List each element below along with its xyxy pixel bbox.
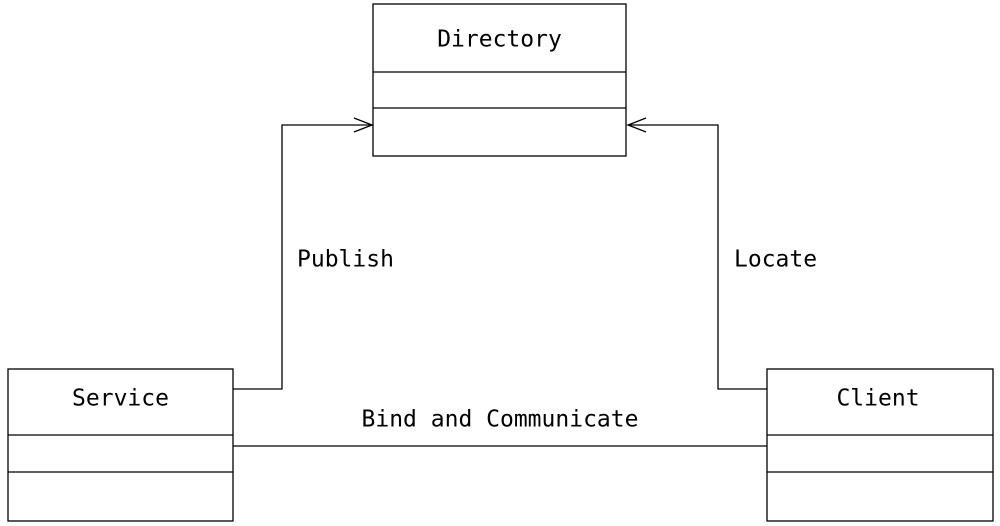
directory-class-name: Directory xyxy=(437,27,562,53)
client-class-name: Client xyxy=(836,386,919,412)
publish-connector xyxy=(233,124,372,390)
service-class[interactable]: Service xyxy=(7,368,234,522)
locate-connector xyxy=(628,124,767,390)
service-class-box xyxy=(7,368,234,522)
publish-label: Publish xyxy=(297,247,394,273)
directory-class-box xyxy=(372,3,627,157)
directory-class[interactable]: Directory xyxy=(372,3,627,157)
publish-arrowhead xyxy=(353,117,374,133)
locate-label: Locate xyxy=(734,247,817,273)
publish-relationship[interactable]: Publish xyxy=(233,117,394,390)
locate-relationship[interactable]: Locate xyxy=(626,117,817,390)
client-class-box xyxy=(766,368,994,522)
locate-arrowhead xyxy=(626,117,647,133)
bind-relationship[interactable]: Bind and Communicate xyxy=(233,407,767,447)
bind-label: Bind and Communicate xyxy=(362,407,639,433)
client-class[interactable]: Client xyxy=(766,368,994,522)
service-class-name: Service xyxy=(72,386,169,412)
